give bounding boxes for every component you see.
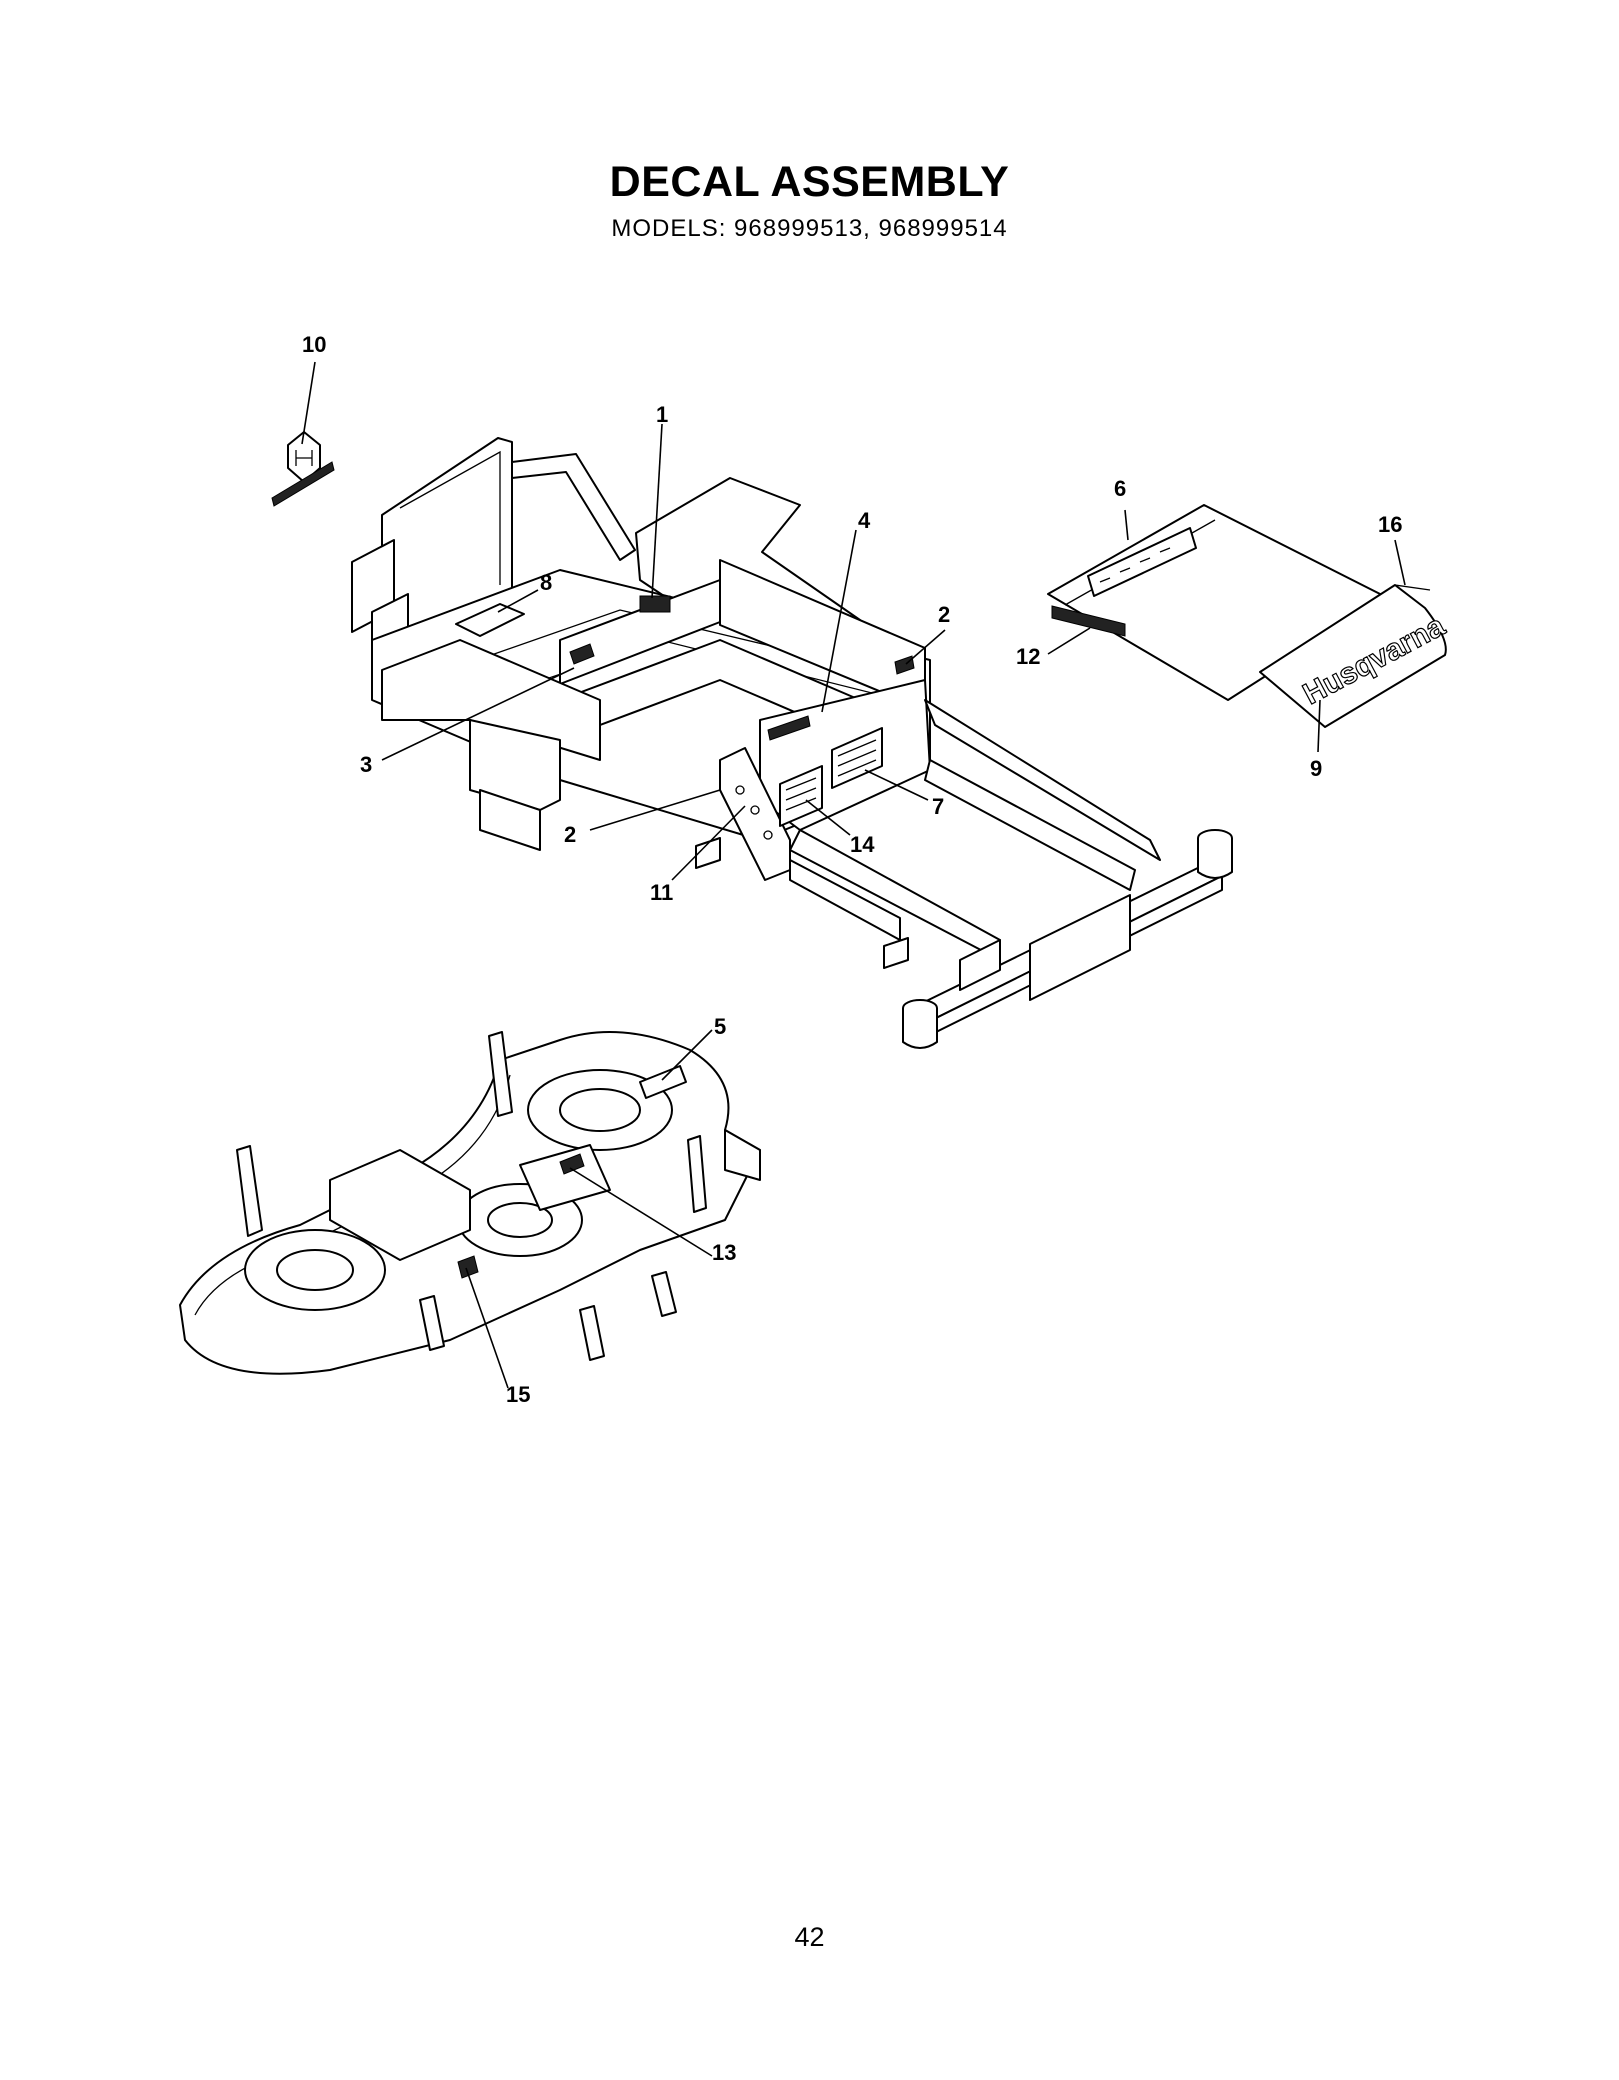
callout-6: 6 — [1114, 476, 1126, 501]
page-title: DECAL ASSEMBLY — [609, 158, 1010, 206]
logo-decal-part — [271, 431, 335, 507]
callout-15: 15 — [506, 1382, 530, 1407]
callout-12: 12 — [1016, 644, 1040, 669]
leader-lines — [301, 361, 1406, 1389]
chassis-frame — [351, 437, 1233, 1049]
callout-11: 11 — [650, 880, 673, 905]
callout-10: 10 — [302, 332, 326, 357]
callout-2-lower: 2 — [564, 822, 576, 847]
callout-1: 1 — [656, 402, 668, 427]
callout-13: 13 — [712, 1240, 736, 1265]
models-subtitle: MODELS: 968999513, 968999514 — [611, 215, 1008, 242]
callout-14: 14 — [850, 832, 875, 857]
callouts: 10 1 8 4 6 16 2 12 3 9 7 2 14 11 5 13 15 — [302, 332, 1402, 1407]
callout-8: 8 — [540, 570, 552, 595]
page-number: 42 — [794, 1922, 825, 1952]
callout-5: 5 — [714, 1014, 726, 1039]
callout-2-upper: 2 — [938, 602, 950, 627]
callout-9: 9 — [1310, 756, 1322, 781]
callout-3: 3 — [360, 752, 372, 777]
callout-16: 16 — [1378, 512, 1402, 537]
callout-7: 7 — [932, 794, 944, 819]
mower-deck — [179, 1031, 761, 1375]
callout-4: 4 — [858, 508, 871, 533]
